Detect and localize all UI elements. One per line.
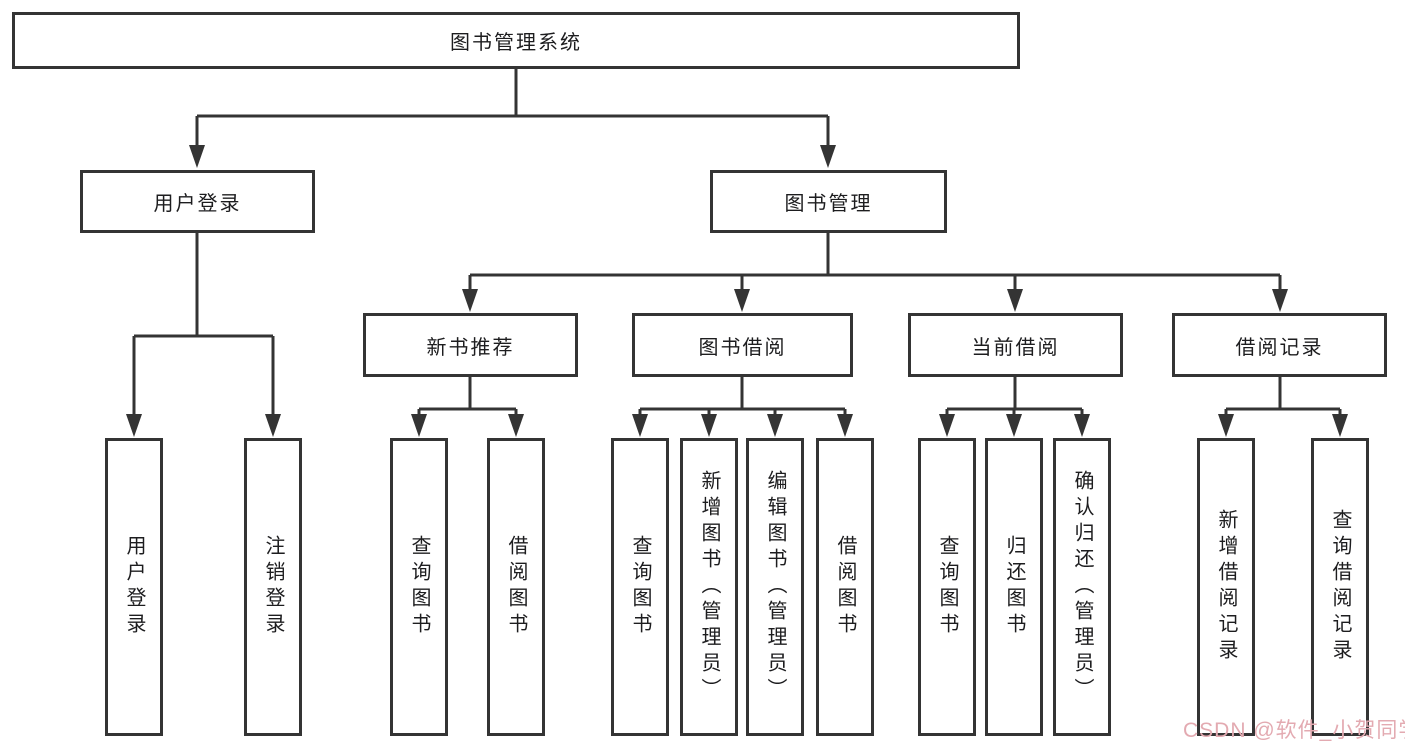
node-book-borrow: 图书借阅 xyxy=(632,313,853,377)
leaf-add-books-admin: 新增图书（管理员） xyxy=(680,438,738,736)
leaf-label: 归还图书 xyxy=(1003,535,1025,639)
leaf-label: 用户登录 xyxy=(123,535,145,639)
connector-userlogin-to-leaves xyxy=(132,233,275,417)
leaf-label: 借阅图书 xyxy=(834,535,856,639)
node-label: 图书管理系统 xyxy=(450,32,582,54)
leaf-borrow-books-recommend: 借阅图书 xyxy=(487,438,545,736)
leaf-label: 借阅图书 xyxy=(505,535,527,639)
node-current-borrow: 当前借阅 xyxy=(908,313,1123,377)
node-library-management-system: 图书管理系统 xyxy=(12,12,1020,69)
leaf-borrow-books: 借阅图书 xyxy=(816,438,874,736)
node-book-management: 图书管理 xyxy=(710,170,947,233)
node-new-book-recommend: 新书推荐 xyxy=(363,313,578,377)
leaf-label: 注销登录 xyxy=(262,535,284,639)
arrowheads-newbookrec-leaves xyxy=(411,414,524,437)
leaf-edit-books-admin: 编辑图书（管理员） xyxy=(746,438,804,736)
node-label: 图书管理 xyxy=(784,193,873,215)
connector-newbookrec-leaves xyxy=(417,377,518,417)
connector-root-to-level2 xyxy=(195,69,830,149)
connector-bookborrow-leaves xyxy=(638,377,847,417)
leaf-label: 编辑图书（管理员） xyxy=(764,470,786,704)
arrowheads-level2 xyxy=(189,145,836,168)
arrowheads-userlogin-leaves xyxy=(126,414,281,437)
leaf-query-books-borrow: 查询图书 xyxy=(611,438,669,736)
node-label: 借阅记录 xyxy=(1235,336,1324,359)
leaf-label: 查询图书 xyxy=(629,535,651,639)
connector-currentborrow-leaves xyxy=(945,377,1084,417)
csdn-watermark: CSDN @软件_小贺同学 xyxy=(1183,719,1405,742)
leaf-label: 查询借阅记录 xyxy=(1329,509,1351,665)
arrowheads-borrowrecords-leaves xyxy=(1218,414,1348,437)
leaf-query-books-current: 查询图书 xyxy=(918,438,976,736)
leaf-add-borrow-record: 新增借阅记录 xyxy=(1197,438,1255,736)
leaf-logout: 注销登录 xyxy=(244,438,302,736)
leaf-label: 新增借阅记录 xyxy=(1215,509,1237,665)
node-label: 当前借阅 xyxy=(971,336,1060,359)
arrowheads-level3 xyxy=(462,289,1288,312)
connector-bookmgmt-to-level3 xyxy=(468,233,1282,292)
leaf-return-books: 归还图书 xyxy=(985,438,1043,736)
leaf-confirm-return-admin: 确认归还（管理员） xyxy=(1053,438,1111,736)
leaf-label: 查询图书 xyxy=(408,535,430,639)
leaf-label: 新增图书（管理员） xyxy=(698,470,720,704)
leaf-query-books-recommend: 查询图书 xyxy=(390,438,448,736)
leaf-user-login: 用户登录 xyxy=(105,438,163,736)
arrowheads-currentborrow-leaves xyxy=(939,414,1090,437)
arrowheads-bookborrow-leaves xyxy=(632,414,853,437)
leaf-query-borrow-record: 查询借阅记录 xyxy=(1311,438,1369,736)
node-borrow-records: 借阅记录 xyxy=(1172,313,1387,377)
connector-borrowrecords-leaves xyxy=(1224,377,1342,417)
node-label: 新书推荐 xyxy=(426,336,515,359)
node-label: 图书借阅 xyxy=(698,336,787,359)
node-label: 用户登录 xyxy=(153,193,242,215)
node-user-login: 用户登录 xyxy=(80,170,315,233)
leaf-label: 查询图书 xyxy=(936,535,958,639)
leaf-label: 确认归还（管理员） xyxy=(1071,470,1093,704)
